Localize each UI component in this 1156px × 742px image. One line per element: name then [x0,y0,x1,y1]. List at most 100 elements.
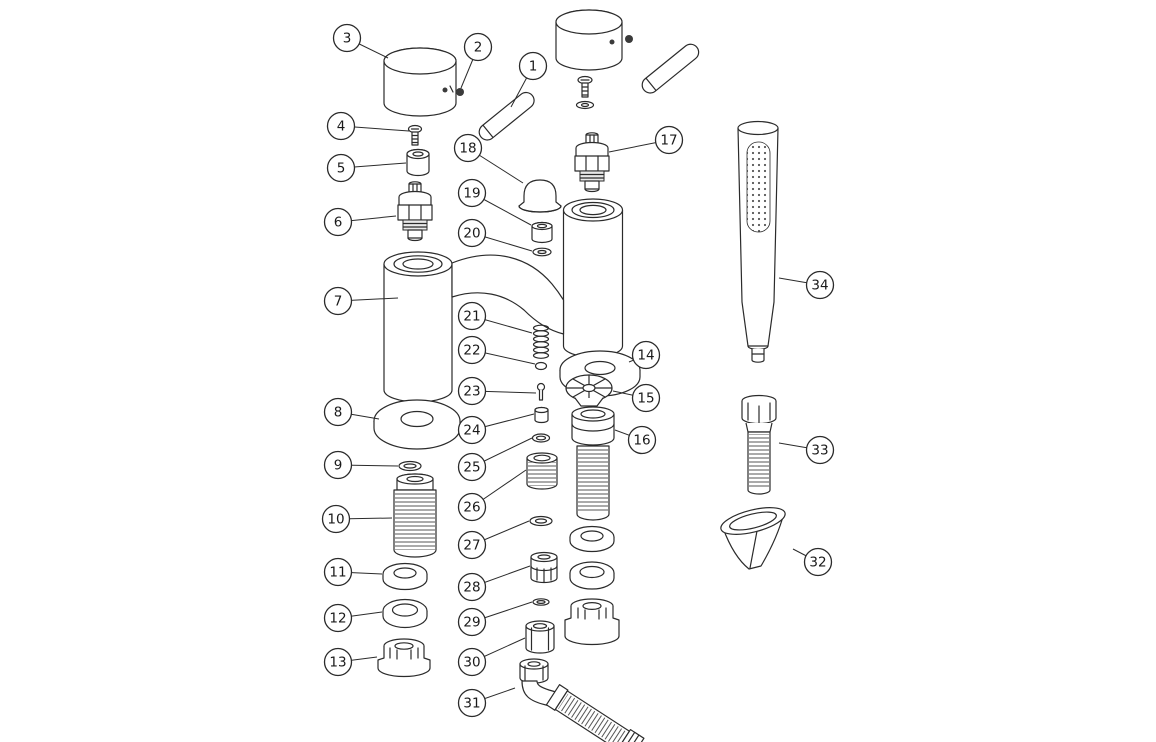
callout-number: 9 [334,458,343,474]
callout-number: 15 [637,391,654,407]
callout-number: 8 [334,405,343,421]
part-diverter-housing [571,406,615,446]
callout-circle [321,504,351,534]
part-handle-knob-left [383,47,457,117]
callout-circle [323,286,353,316]
callout-circle [457,178,487,208]
callout-number: 2 [474,40,483,56]
callout-14: 14 [628,340,661,370]
callout-24: 24 [457,413,535,445]
part-wall-bracket [720,507,786,570]
callout-9: 9 [323,450,399,480]
callout-number: 21 [463,309,480,325]
callout-number: 18 [459,141,476,157]
callout-25: 25 [457,437,533,482]
part-backnut-right [564,598,620,646]
callout-number: 33 [811,443,828,459]
callout-5: 5 [326,153,407,183]
callout-number: 23 [463,384,480,400]
part-diverter-aerator [565,374,613,407]
callout-circle [323,207,353,237]
part-backnut-left [377,638,431,678]
callout-number: 4 [337,119,346,135]
callout-2: 2 [460,32,493,89]
callout-1: 1 [510,51,548,108]
callout-number: 5 [337,161,346,177]
callout-number: 20 [463,226,480,242]
callout-circle [457,688,487,718]
part-handle-screw-left [407,124,423,146]
callout-number: 29 [463,615,480,631]
callout-number: 10 [327,512,344,528]
callout-number: 16 [633,433,650,449]
part-nut-small [525,620,555,654]
callout-28: 28 [457,565,531,602]
part-lever-handle-left [478,91,535,141]
part-o-ring-base [398,460,422,472]
callout-circle [457,452,487,482]
callout-number: 32 [809,555,826,571]
part-base-flange [373,399,461,450]
callout-34: 34 [778,270,835,300]
callout-15: 15 [612,383,661,413]
part-washer-small-top [532,247,552,257]
callout-11: 11 [323,557,383,587]
callout-18: 18 [453,133,524,184]
callout-circle [631,340,661,370]
callout-circle [457,218,487,248]
part-spacer-bush [406,148,430,177]
callout-number: 3 [343,31,352,47]
part-washer-right-upper [569,525,615,553]
callout-number: 17 [660,133,677,149]
callout-number: 19 [463,186,480,202]
callout-17: 17 [608,125,684,155]
callout-32: 32 [792,547,833,577]
callout-number: 14 [637,348,654,364]
callout-12: 12 [323,603,383,633]
callout-7: 7 [323,286,399,316]
callout-circle [453,133,483,163]
part-check-washer [534,361,548,371]
callout-circle [805,270,835,300]
part-outlet-elbow-hose [519,658,645,742]
part-shower-hose [741,394,777,495]
callout-circle [457,492,487,522]
callout-number: 34 [811,278,828,294]
callout-circle [323,397,353,427]
callout-circle [326,111,356,141]
part-grub-screw-right [625,35,633,43]
callout-layer: 1234567891011121314151617181920212223242… [321,23,835,718]
callout-22: 22 [457,335,536,365]
part-washer-right-lower [569,561,615,590]
callout-number: 7 [334,294,343,310]
part-knurled-insert [530,551,558,584]
callout-number: 24 [463,423,480,439]
callout-13: 13 [323,647,378,677]
callout-10: 10 [321,504,393,534]
part-threaded-insert [526,452,558,490]
callout-circle [323,557,353,587]
part-handle-screw-right [575,75,595,110]
callout-6: 6 [323,207,397,237]
callout-circle [323,603,353,633]
callout-29: 29 [457,601,533,637]
part-washer-left-lower [382,598,428,629]
callout-circle [457,376,487,406]
callout-circle [323,450,353,480]
part-spout-insert [531,221,553,244]
callout-number: 27 [463,538,480,554]
callout-number: 28 [463,580,480,596]
part-cartridge-right [574,132,610,193]
callout-20: 20 [457,218,533,252]
callout-circle [631,383,661,413]
callout-number: 31 [463,696,480,712]
callout-circle [457,530,487,560]
callout-16: 16 [614,425,657,455]
callout-27: 27 [457,520,530,560]
callout-number: 11 [329,565,346,581]
callout-circle [463,32,493,62]
callout-30: 30 [457,637,526,677]
callout-circle [805,435,835,465]
part-grub-screw-left [456,88,464,96]
callout-8: 8 [323,397,380,427]
